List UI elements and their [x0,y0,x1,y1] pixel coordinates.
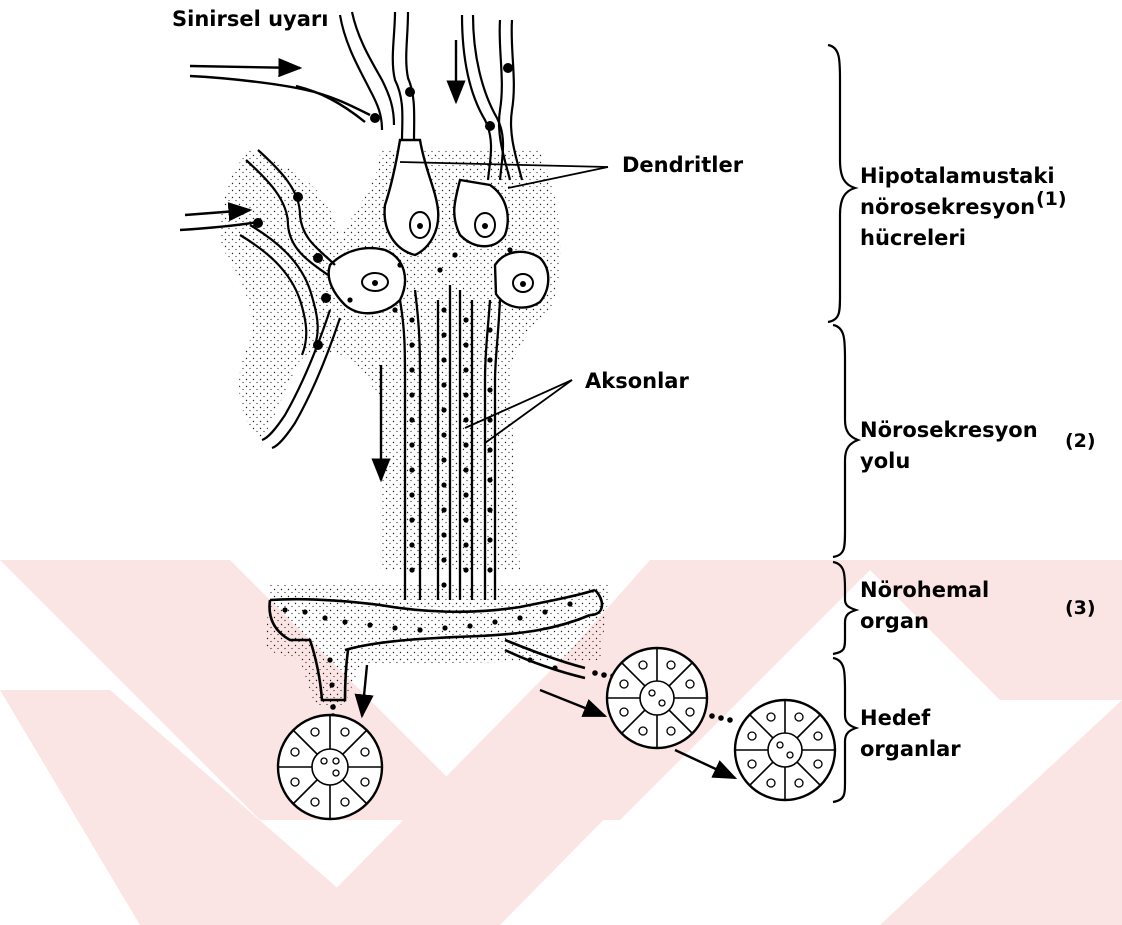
brace-1 [828,45,855,322]
section2-line1: Nörosekresyon [860,418,1038,442]
section3-line1: Nörohemal [860,578,989,602]
brace-2 [833,325,858,557]
section3-number: (3) [1065,597,1096,619]
braces [828,45,858,802]
brace-4 [833,658,856,802]
target-organ-2 [607,648,707,748]
section1-number: (1) [1036,188,1067,210]
section4-line1: Hedef [860,706,931,730]
section2-line2: yolu [860,449,910,473]
target-organ-3 [735,700,835,800]
section1-line3: hücreleri [860,226,966,250]
synaptic-terminals-top [370,63,513,131]
section4-line2: organlar [860,737,961,761]
section1-line1: Hipotalamustaki [860,164,1055,188]
dendrites-label: Dendritler [622,153,744,177]
stimulus-label: Sinirsel uyarı [172,7,328,31]
axons-label: Aksonlar [585,369,689,393]
target-organ-1 [278,715,382,819]
section1-line2: nörosekresyon [860,195,1035,219]
section3-line2: organ [860,609,929,633]
section2-number: (2) [1065,430,1096,452]
